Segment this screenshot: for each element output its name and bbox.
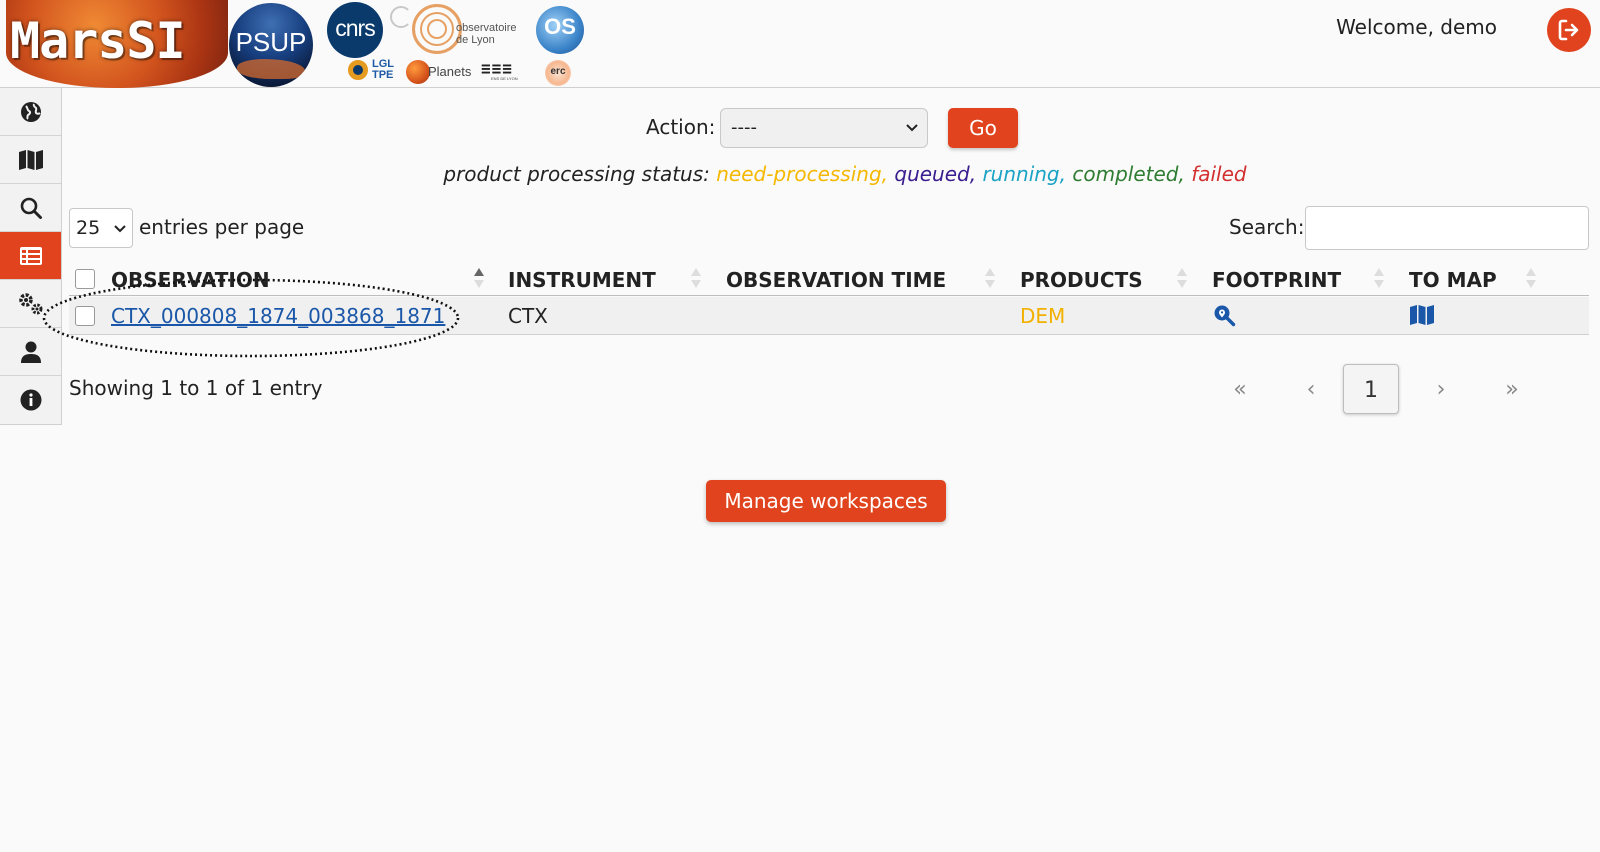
table-row: CTX_000808_1874_003868_1871 CTX DEM [69, 297, 1589, 335]
sidebar [0, 88, 62, 425]
sidebar-item-gears[interactable] [0, 280, 61, 328]
go-button[interactable]: Go [948, 108, 1018, 148]
column-header-to-map[interactable]: TO MAP [1409, 268, 1497, 292]
chevron-down-icon [114, 209, 126, 260]
search-location-icon [1214, 305, 1236, 327]
entries-per-page-select[interactable]: 25 [69, 208, 133, 248]
status-separator: , [1059, 162, 1073, 186]
ens-bars-icon: ≡≡≡ [481, 59, 513, 78]
status-failed: failed [1191, 162, 1247, 186]
sort-icon[interactable] [1176, 264, 1188, 292]
bulk-action-bar: Action: ---- Go [62, 108, 1600, 148]
action-label: Action: [646, 115, 716, 139]
sort-ascending-icon[interactable] [473, 264, 485, 292]
planet-icon [406, 60, 430, 84]
status-queued: queued [894, 162, 970, 186]
status-separator: , [1178, 162, 1192, 186]
lgl-ring-icon [348, 60, 368, 80]
status-legend-items: need-processing, queued, running, comple… [716, 162, 1246, 186]
erc-logo-text: erc [550, 66, 566, 77]
column-header-observation[interactable]: OBSERVATION [111, 268, 270, 292]
search-label: Search: [1229, 215, 1305, 239]
column-header-footprint[interactable]: FOOTPRINT [1212, 268, 1342, 292]
row-checkbox[interactable] [75, 306, 95, 326]
status-need-processing: need-processing [716, 162, 882, 186]
sort-icon[interactable] [1525, 264, 1537, 292]
to-map-button[interactable] [1409, 304, 1435, 331]
column-header-instrument[interactable]: INSTRUMENT [508, 268, 656, 292]
os-logo-text: OS [544, 14, 576, 39]
footprint-button[interactable] [1212, 303, 1236, 332]
erc-logo[interactable]: erc [545, 60, 571, 86]
table-header: OBSERVATION INSTRUMENT OBSERVATION TIME … [69, 260, 1589, 296]
cnrs-logo[interactable]: cnrs [327, 2, 383, 58]
planets-logo-text: Planets [428, 64, 472, 79]
entries-per-page-label: entries per page [139, 215, 305, 239]
lgl-tpe-logo[interactable]: LGL TPE [348, 58, 402, 84]
entries-per-page-value: 25 [76, 217, 101, 239]
sidebar-item-search[interactable] [0, 184, 61, 232]
sort-icon[interactable] [690, 264, 702, 292]
user-icon [20, 341, 41, 363]
psup-logo-terrain [237, 59, 305, 79]
gears-icon [18, 292, 42, 314]
header: MarsSI PSUP cnrs LGL TPE observatoire de… [0, 0, 1600, 88]
manage-workspaces-button[interactable]: Manage workspaces [706, 480, 946, 522]
list-icon [19, 246, 42, 265]
sort-icon[interactable] [1373, 264, 1385, 292]
sidebar-item-info[interactable] [0, 376, 61, 424]
map-icon [1410, 305, 1434, 325]
previous-page-button[interactable]: ‹ [1283, 364, 1339, 414]
first-page-button[interactable]: « [1212, 364, 1268, 414]
status-running: running [982, 162, 1060, 186]
ens-logo-text: ENS DE LYON [491, 76, 518, 81]
logout-button[interactable] [1547, 8, 1591, 52]
psup-logo[interactable]: PSUP [229, 3, 313, 87]
sign-out-icon [1558, 19, 1579, 41]
status-legend-prefix: product processing status: [443, 162, 710, 186]
next-page-button[interactable]: › [1413, 364, 1469, 414]
info-icon [20, 389, 41, 411]
spiral-icon [412, 4, 462, 54]
last-page-button[interactable]: » [1484, 364, 1540, 414]
psup-logo-text: PSUP [235, 27, 307, 57]
observatoire-logo-text: observatoire de Lyon [456, 22, 517, 46]
column-header-observation-time[interactable]: OBSERVATION TIME [726, 268, 947, 292]
pagination: « ‹ 1 › » [1212, 364, 1592, 414]
cnrs-logo-text: cnrs [335, 15, 375, 41]
map-icon [18, 149, 43, 170]
action-select-value: ---- [731, 117, 757, 138]
select-all-checkbox[interactable] [75, 269, 95, 289]
status-completed: completed [1072, 162, 1179, 186]
search-icon [20, 197, 42, 219]
lgl-logo-text: LGL TPE [372, 58, 394, 81]
product-dem-link[interactable]: DEM [1020, 304, 1066, 328]
chevron-down-icon [905, 109, 919, 161]
status-separator: , [969, 162, 983, 186]
action-select[interactable]: ---- [720, 108, 928, 148]
globe-icon [20, 101, 41, 122]
table-info: Showing 1 to 1 of 1 entry [69, 376, 323, 400]
sort-icon[interactable] [984, 264, 996, 292]
marssi-logo-text: MarsSI [10, 12, 186, 70]
marssi-logo[interactable]: MarsSI [6, 0, 228, 88]
main-content: Action: ---- Go product processing statu… [62, 88, 1600, 852]
ens-lyon-logo[interactable]: ≡≡≡ ENS DE LYON [481, 59, 535, 82]
welcome-text: Welcome, demo [1336, 15, 1497, 39]
sidebar-item-list[interactable] [0, 232, 61, 280]
search-input[interactable] [1305, 206, 1589, 250]
instrument-cell: CTX [508, 304, 548, 328]
planets-logo[interactable]: Planets [406, 58, 476, 86]
observation-link[interactable]: CTX_000808_1874_003868_1871 [111, 304, 446, 328]
processing-status-legend: product processing status: need-processi… [62, 162, 1600, 186]
sidebar-item-globe[interactable] [0, 88, 61, 136]
page-1-button[interactable]: 1 [1343, 364, 1399, 414]
column-header-products[interactable]: PRODUCTS [1020, 268, 1143, 292]
status-separator: , [881, 162, 895, 186]
sidebar-item-map[interactable] [0, 136, 61, 184]
os-logo[interactable]: OS [536, 6, 584, 54]
observatoire-lyon-logo[interactable]: observatoire de Lyon [390, 2, 530, 60]
sidebar-item-user[interactable] [0, 328, 61, 376]
swirl-icon [390, 6, 412, 28]
